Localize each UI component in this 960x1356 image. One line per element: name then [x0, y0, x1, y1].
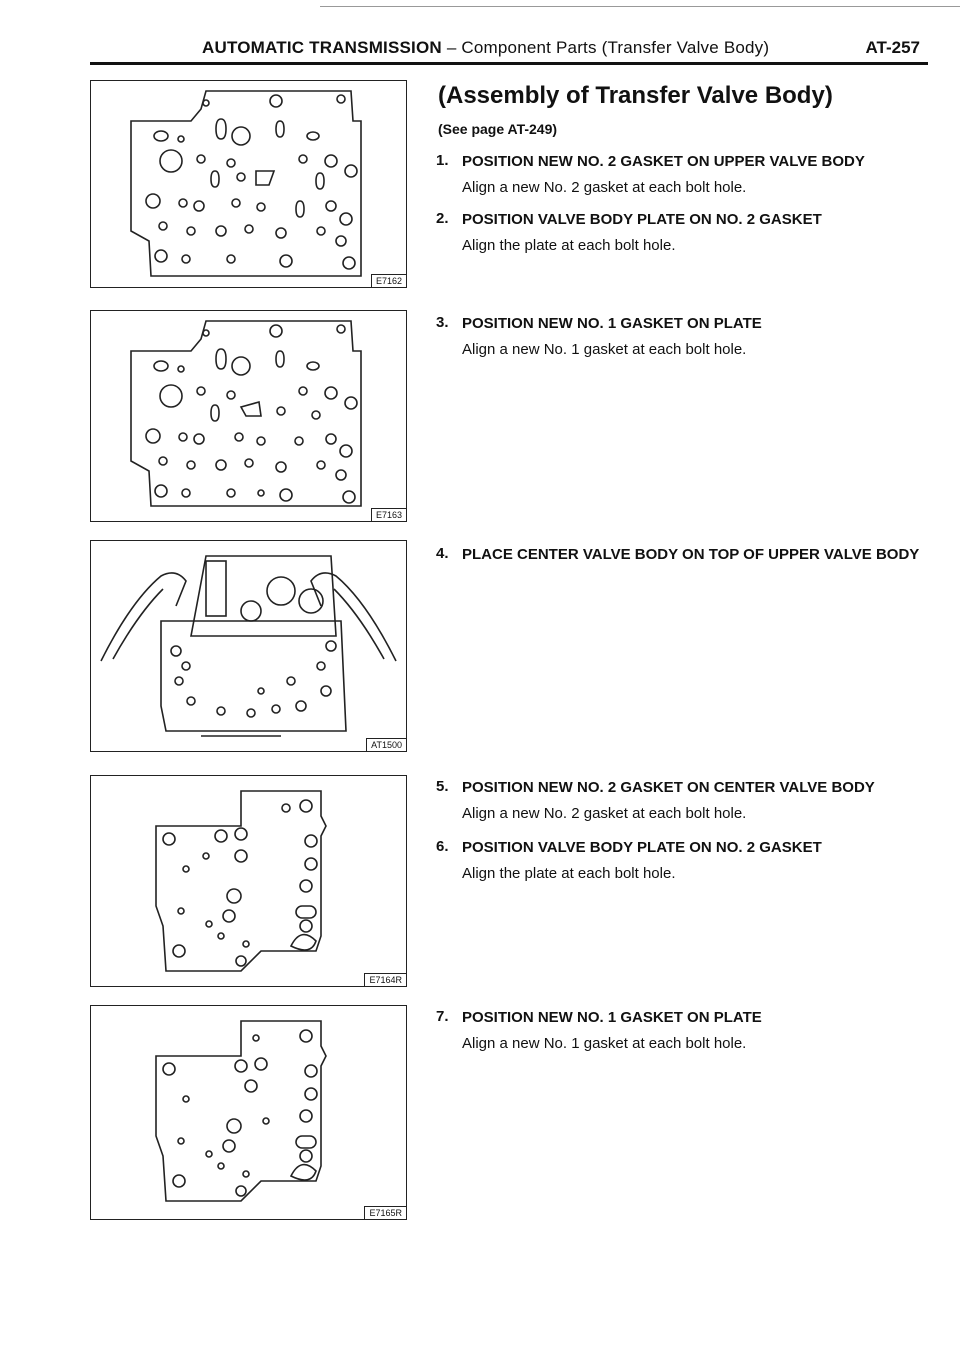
step-title: PLACE CENTER VALVE BODY ON TOP OF UPPER …	[462, 546, 920, 563]
step-2: 2. POSITION VALVE BODY PLATE ON NO. 2 GA…	[436, 210, 926, 256]
header-rule	[90, 62, 928, 65]
step-1: 1. POSITION NEW NO. 2 GASKET ON UPPER VA…	[436, 152, 926, 198]
section-title: (Assembly of Transfer Valve Body)	[438, 82, 833, 109]
figure-gasket-on-plate: E7165R	[90, 1005, 407, 1220]
step-number: 4.	[436, 545, 449, 562]
step-description: Align the plate at each bolt hole.	[462, 865, 676, 882]
step-7: 7. POSITION NEW NO. 1 GASKET ON PLATE Al…	[436, 1008, 926, 1054]
step-number: 7.	[436, 1008, 449, 1025]
page-header: AUTOMATIC TRANSMISSION – Component Parts…	[90, 38, 928, 62]
header-section: AUTOMATIC TRANSMISSION	[202, 38, 442, 57]
page-number: AT-257	[865, 38, 921, 57]
gasket-center-illustration	[155, 790, 327, 972]
see-page-reference: (See page AT-249)	[438, 121, 558, 137]
plate-illustration	[130, 320, 362, 507]
step-title: POSITION VALVE BODY PLATE ON NO. 2 GASKE…	[462, 839, 822, 856]
step-description: Align the plate at each bolt hole.	[462, 237, 676, 254]
top-edge-rule	[320, 6, 960, 7]
figure-code: E7165R	[364, 1206, 406, 1219]
step-4: 4. PLACE CENTER VALVE BODY ON TOP OF UPP…	[436, 545, 926, 565]
step-title: POSITION VALVE BODY PLATE ON NO. 2 GASKE…	[462, 211, 822, 228]
step-number: 3.	[436, 314, 449, 331]
figure-code: AT1500	[366, 738, 406, 751]
step-6: 6. POSITION VALVE BODY PLATE ON NO. 2 GA…	[436, 838, 926, 884]
figure-code: E7162	[370, 274, 406, 287]
step-description: Align a new No. 2 gasket at each bolt ho…	[462, 805, 747, 822]
figure-gasket-center-valve-body: E7164R	[90, 775, 407, 987]
center-valve-body-illustration	[100, 555, 397, 737]
header-title: AUTOMATIC TRANSMISSION – Component Parts…	[202, 38, 769, 58]
step-description: Align a new No. 1 gasket at each bolt ho…	[462, 341, 747, 358]
figure-code: E7163	[370, 508, 406, 521]
step-5: 5. POSITION NEW NO. 2 GASKET ON CENTER V…	[436, 778, 926, 824]
header-subsection: – Component Parts (Transfer Valve Body)	[441, 38, 770, 57]
figure-center-valve-body: AT1500	[90, 540, 407, 752]
gasket-illustration	[130, 90, 362, 277]
figure-code: E7164R	[364, 973, 406, 986]
figure-gasket-upper-valve-body: E7162	[90, 80, 407, 288]
step-title: POSITION NEW NO. 1 GASKET ON PLATE	[462, 315, 762, 332]
step-title: POSITION NEW NO. 1 GASKET ON PLATE	[462, 1009, 762, 1026]
gasket-plate-illustration	[155, 1020, 327, 1202]
step-title: POSITION NEW NO. 2 GASKET ON UPPER VALVE…	[462, 153, 865, 170]
step-number: 6.	[436, 838, 449, 855]
step-title: POSITION NEW NO. 2 GASKET ON CENTER VALV…	[462, 779, 875, 796]
step-number: 2.	[436, 210, 449, 227]
step-number: 5.	[436, 778, 449, 795]
step-3: 3. POSITION NEW NO. 1 GASKET ON PLATE Al…	[436, 314, 926, 360]
step-description: Align a new No. 1 gasket at each bolt ho…	[462, 1035, 747, 1052]
figure-valve-body-plate: E7163	[90, 310, 407, 522]
step-description: Align a new No. 2 gasket at each bolt ho…	[462, 179, 747, 196]
step-number: 1.	[436, 152, 449, 169]
